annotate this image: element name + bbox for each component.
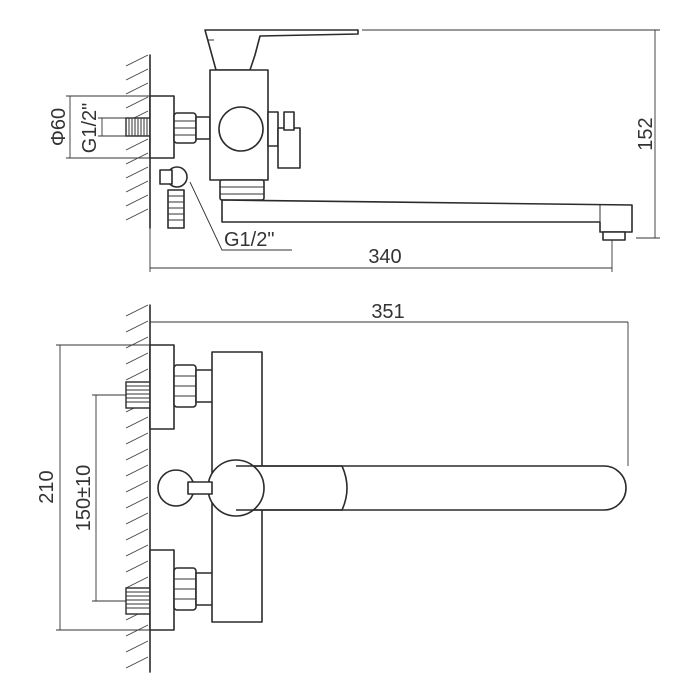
- outlet-thread-leader: [189, 181, 292, 251]
- wall-hatching-side: [125, 54, 149, 221]
- bottom-nut-side: [219, 179, 265, 201]
- dim-wall-thread: [98, 117, 126, 137]
- label-diameter-60: Φ60: [48, 108, 70, 146]
- shower-outlet-side: [159, 166, 188, 229]
- label-spacing-150: 150±10: [73, 465, 95, 532]
- wall-front: [125, 304, 151, 673]
- handle-knob-front: [207, 459, 265, 517]
- wall-side: [125, 54, 151, 229]
- diverter-knob-front: [157, 469, 213, 507]
- connector-side: [195, 116, 211, 140]
- lever-handle-side: [204, 29, 359, 71]
- label-width-351: 351: [371, 301, 404, 323]
- dim-width-340: [149, 228, 613, 272]
- wall-inlet-thread-side: [125, 117, 151, 137]
- label-wall-thread: G1/2": [79, 103, 101, 153]
- lower-inlet-front: [125, 549, 218, 631]
- flange-side: [149, 95, 175, 159]
- dim-spacing-150: [92, 394, 126, 602]
- label-height-210: 210: [36, 470, 58, 503]
- diverter-knob-side: [218, 106, 264, 152]
- dim-width-351: [150, 321, 629, 466]
- label-height-152: 152: [635, 117, 657, 150]
- spout-side: [221, 199, 633, 233]
- hex-nut-side: [173, 112, 197, 144]
- front-view: 351 210 150±10: [36, 301, 629, 673]
- aerator-side: [602, 231, 626, 241]
- label-outlet-thread: G1/2": [224, 229, 274, 251]
- label-width-340: 340: [368, 246, 401, 268]
- spout-front: [235, 465, 627, 511]
- diverter-lever-side: [267, 111, 301, 169]
- side-view: 340 152 Φ60 G1/2" G1/2": [48, 29, 660, 272]
- dim-height-210: [56, 344, 150, 631]
- dim-diameter-60: [66, 95, 150, 159]
- dim-height-152: [362, 29, 660, 239]
